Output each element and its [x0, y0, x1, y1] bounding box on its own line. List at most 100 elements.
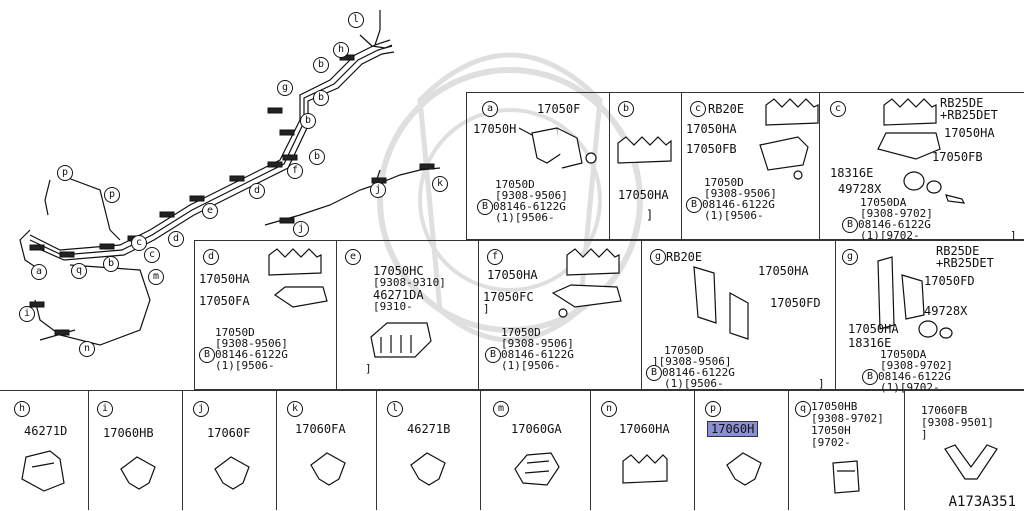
part-label[interactable]: 17050HA	[618, 188, 669, 202]
overview-ref-n[interactable]: n	[79, 341, 95, 357]
part-label[interactable]: 18316E	[830, 166, 874, 180]
overview-ref-c[interactable]: c	[144, 247, 160, 263]
part-label[interactable]: 17050D	[215, 326, 255, 339]
panel-ref: c	[830, 101, 846, 117]
part-label[interactable]: 08146-6122G	[858, 218, 931, 231]
engine-model: RB20E	[666, 250, 703, 264]
part-number[interactable]: 17050HB [9308-9702] 17050H [9702-	[811, 400, 884, 449]
part-label[interactable]: 08146-6122G	[493, 200, 566, 213]
part-label[interactable]: 17050HA	[686, 122, 737, 136]
bolt-ref-icon: B	[199, 347, 215, 363]
date-range: [9308-9506]	[215, 337, 288, 350]
part-label[interactable]: 17050FD	[924, 274, 975, 288]
part-label[interactable]: 17050HC	[373, 264, 424, 278]
cell-p: p 17060H	[694, 390, 788, 510]
part-number[interactable]: 17060FA	[295, 422, 346, 436]
panel-c-rb20e: c RB20E 17050HA 17050FB 17050D [9308-950…	[681, 92, 819, 240]
overview-ref-l[interactable]: l	[348, 12, 364, 28]
part-label[interactable]: 08146-6122G	[702, 198, 775, 211]
bracket-drawing	[877, 132, 941, 160]
date-range: ][9308-9506]	[652, 355, 732, 368]
overview-ref-p[interactable]: p	[104, 187, 120, 203]
part-label[interactable]: 17050D	[704, 176, 744, 189]
panel-ref: e	[345, 249, 361, 265]
overview-ref-e[interactable]: e	[202, 203, 218, 219]
part-number[interactable]: 17060FB [9308-9501] ]	[921, 404, 994, 441]
overview-ref-d[interactable]: d	[249, 183, 265, 199]
part-label[interactable]: 17050HA	[487, 268, 538, 282]
overview-ref-b[interactable]: b	[313, 90, 329, 106]
part-label[interactable]: 17050DA	[880, 348, 927, 361]
part-number[interactable]: 17060HB	[103, 426, 154, 440]
cell-fb: 17060FB [9308-9501] ]	[904, 390, 1024, 510]
part-label[interactable]: 17050HA	[758, 264, 809, 278]
part-label[interactable]: 17050DA	[860, 196, 907, 209]
part-label[interactable]: 18316E	[848, 336, 892, 350]
part-label[interactable]: 17050FC	[483, 290, 534, 304]
overview-ref-b[interactable]: b	[103, 256, 119, 272]
overview-ref-m[interactable]: m	[148, 269, 164, 285]
part-label[interactable]: 17050HA	[848, 322, 899, 336]
date-range: [9308-9506]	[704, 187, 777, 200]
part-label[interactable]: 17050FD	[770, 296, 821, 310]
part-number[interactable]: 17060F	[207, 426, 251, 440]
overview-ref-j[interactable]: j	[293, 221, 309, 237]
overview-ref-b[interactable]: b	[300, 113, 316, 129]
part-label[interactable]: 08146-6122G	[878, 370, 951, 383]
overview-ref-p[interactable]: p	[57, 165, 73, 181]
part-label[interactable]: 17050D	[501, 326, 541, 339]
cell-k: k 17060FA	[276, 390, 376, 510]
overview-ref-i[interactable]: i	[19, 306, 35, 322]
part-number[interactable]: 17060GA	[511, 422, 562, 436]
overview-ref-c[interactable]: c	[131, 235, 147, 251]
bracket-mark: ]	[646, 208, 654, 222]
part-label[interactable]: 08146-6122G	[501, 348, 574, 361]
part-number[interactable]: 46271D	[24, 424, 68, 438]
date-range: [9308-9702]	[880, 359, 953, 372]
grommet-drawing	[903, 171, 966, 204]
part-number-highlighted[interactable]: 17060H	[707, 421, 759, 437]
part-label[interactable]: 17050HA	[944, 126, 995, 140]
clip-drawing	[832, 460, 860, 494]
part-label[interactable]: 49728X	[838, 182, 882, 196]
clip-comb-drawing	[883, 98, 937, 126]
part-label[interactable]: 17050D	[664, 344, 704, 357]
cell-n: n 17060HA	[590, 390, 694, 510]
overview-ref-g[interactable]: g	[277, 80, 293, 96]
overview-ref-b[interactable]: b	[313, 57, 329, 73]
overview-ref-q[interactable]: q	[71, 263, 87, 279]
panel-ref: c	[690, 101, 706, 117]
part-number[interactable]: 17060HA	[619, 422, 670, 436]
bolt-ref-icon: B	[477, 199, 493, 215]
part-label[interactable]: 17050FB	[932, 150, 983, 164]
part-label[interactable]: 17050H	[473, 122, 517, 136]
part-label[interactable]: 17050FB	[686, 142, 737, 156]
clip-drawing	[726, 452, 762, 486]
part-number[interactable]: 46271B	[407, 422, 451, 436]
clip-drawing	[310, 452, 346, 486]
clip-block-drawing	[370, 322, 432, 358]
panel-ref: a	[482, 101, 498, 117]
overview-ref-d[interactable]: d	[168, 231, 184, 247]
overview-ref-a[interactable]: a	[31, 264, 47, 280]
part-label[interactable]: 17050F	[537, 102, 581, 116]
overview-ref-k[interactable]: k	[432, 176, 448, 192]
overview-ref-h[interactable]: h	[333, 42, 349, 58]
overview-ref-j[interactable]: j	[370, 182, 386, 198]
overview-ref-b[interactable]: b	[309, 149, 325, 165]
clip-comb-drawing	[566, 248, 620, 276]
part-label[interactable]: 08146-6122G	[215, 348, 288, 361]
clip-bracket-drawing	[518, 127, 597, 169]
part-label[interactable]: 08146-6122G	[662, 366, 735, 379]
cell-ref: m	[493, 401, 509, 417]
part-label[interactable]: 46271DA	[373, 288, 424, 302]
overview-ref-f[interactable]: f	[287, 163, 303, 179]
part-label[interactable]: 17050FA	[199, 294, 250, 308]
watermark-emblem	[377, 52, 643, 343]
part-label[interactable]: 17050D	[495, 178, 535, 191]
engine-model: RB20E	[708, 102, 745, 116]
part-label[interactable]: 49728X	[924, 304, 968, 318]
qty-range: (1)[9506-	[704, 209, 764, 222]
bracket-mark: ]	[483, 302, 490, 315]
part-label[interactable]: 17050HA	[199, 272, 250, 286]
